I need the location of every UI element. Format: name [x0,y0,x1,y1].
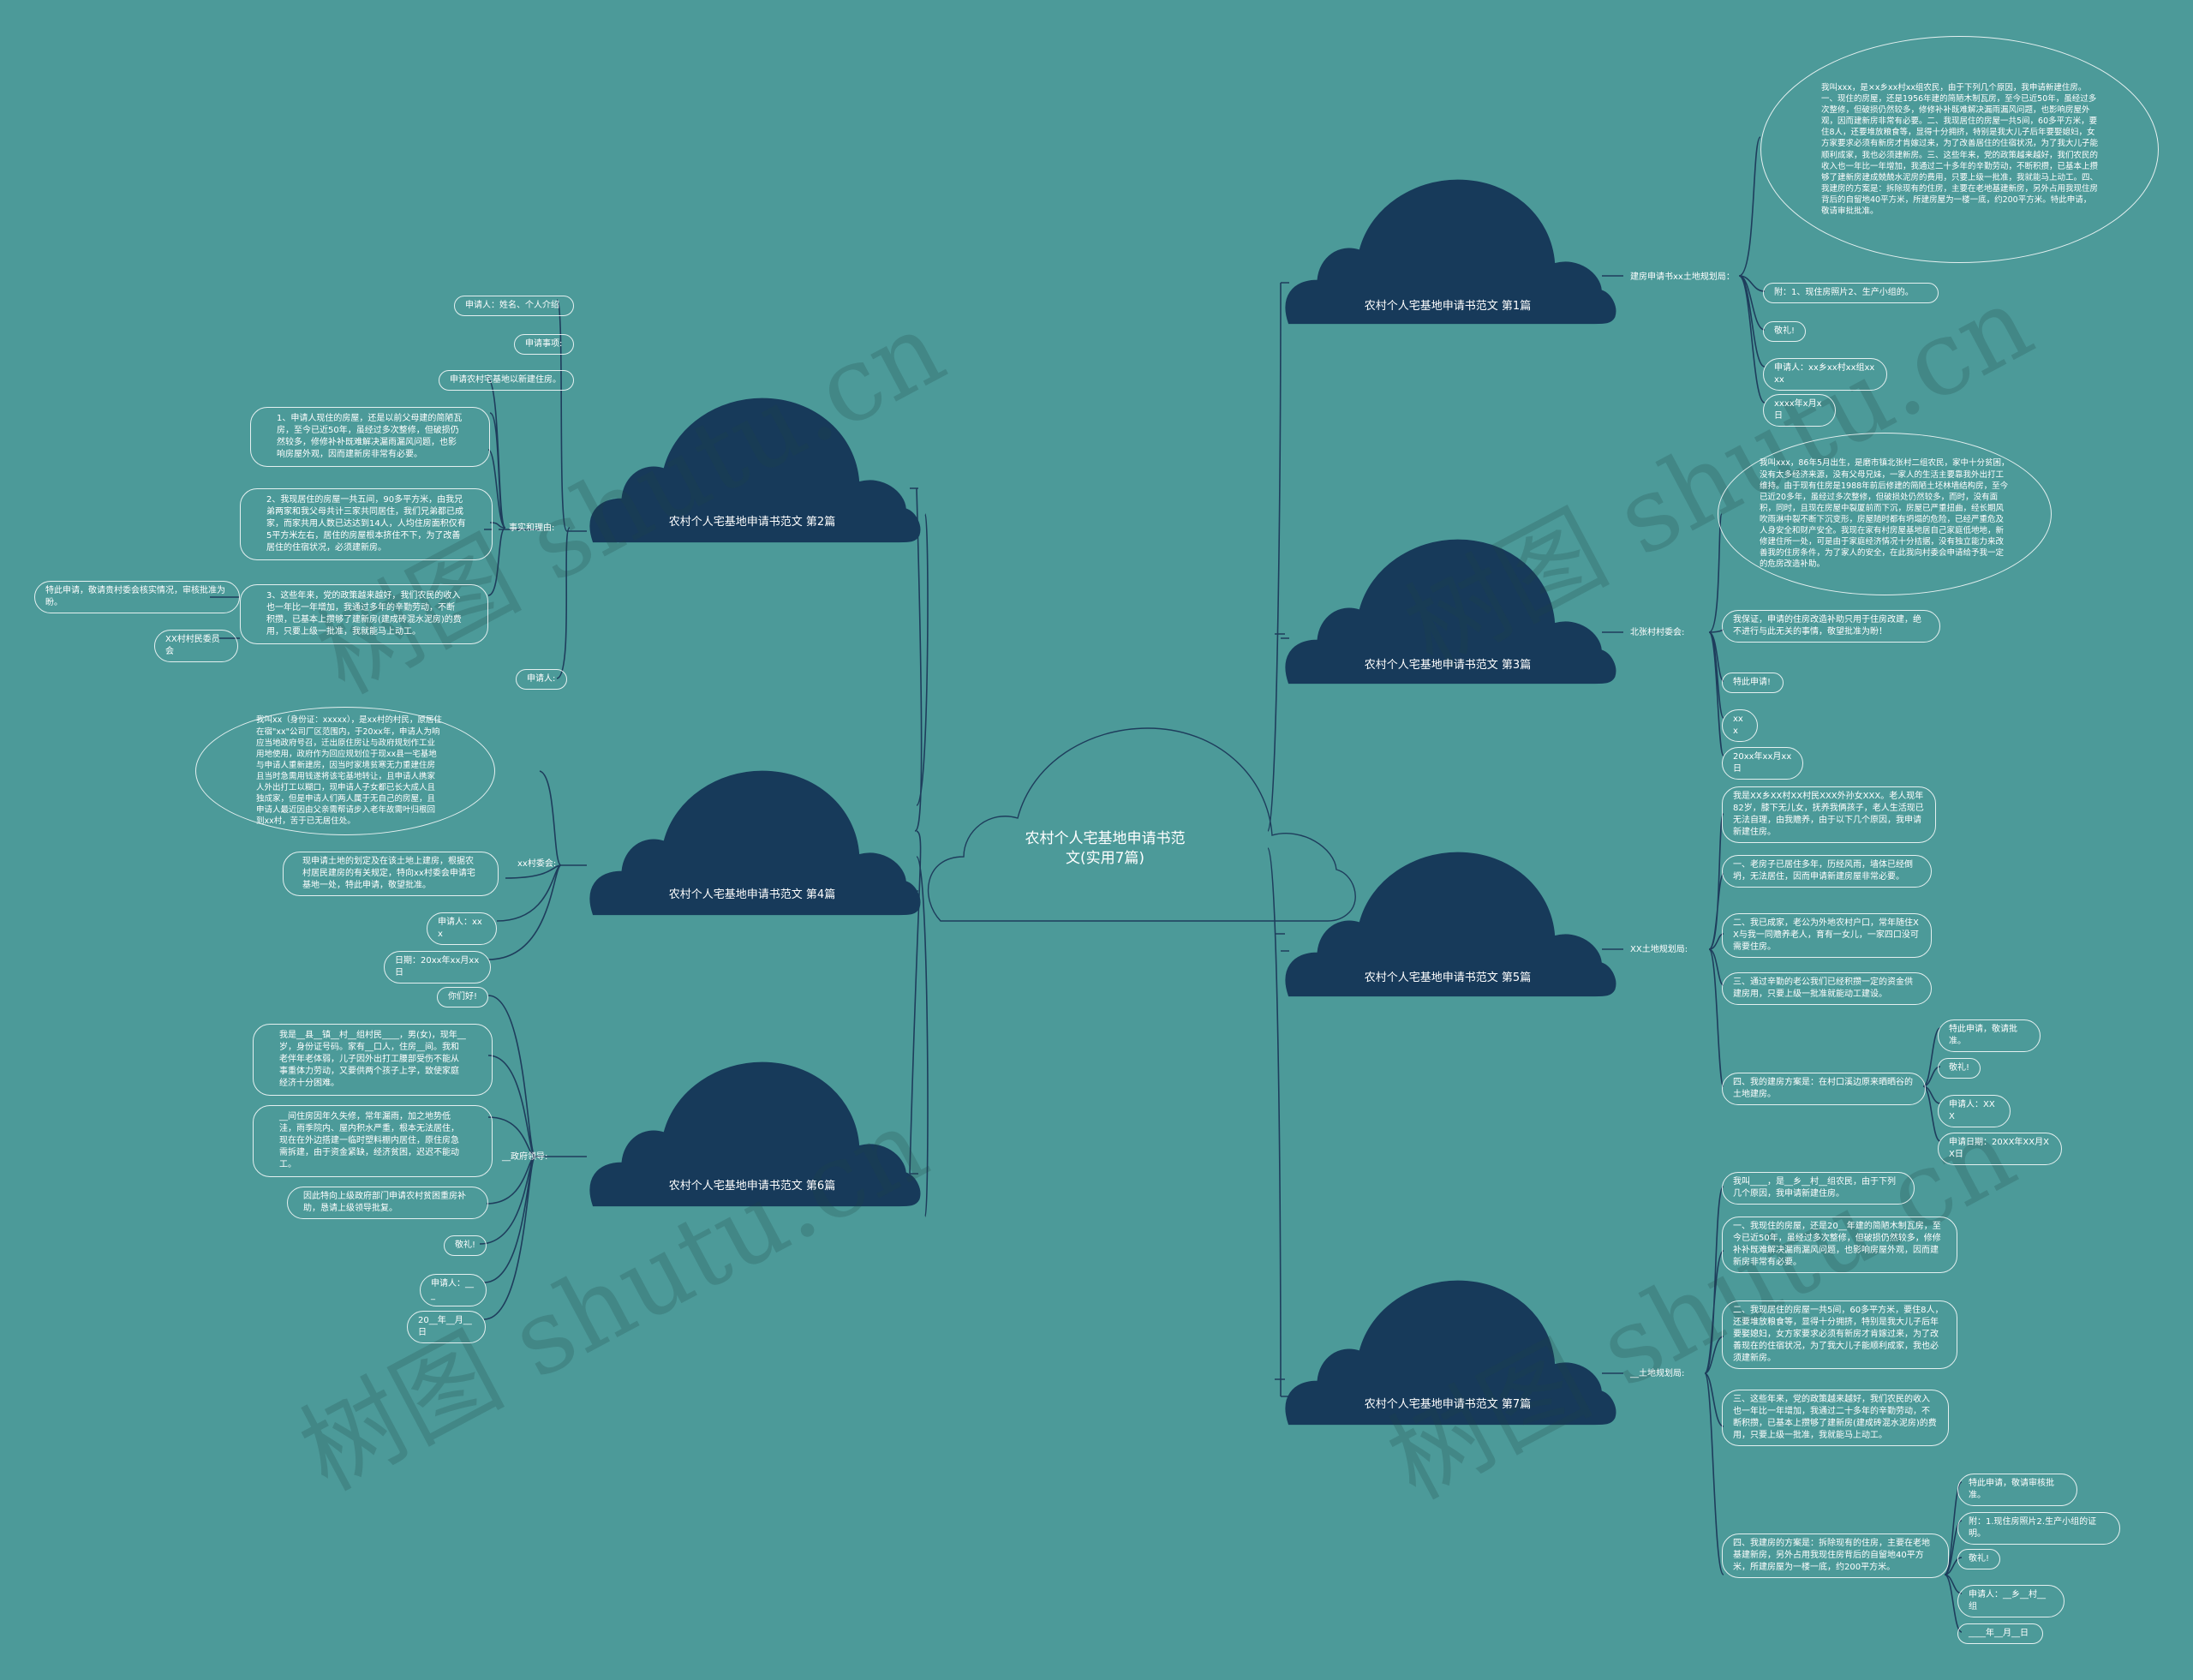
branch-5-sub-item: 申请日期：20XX年XX月XX日 [1938,1133,2062,1165]
branch-6-item: 申请人：___ [420,1274,487,1306]
branch-5-sub-item: 申请人：XXX [1938,1095,2011,1127]
branch-7-sub-item: ____年__月__日 [1957,1623,2043,1644]
branch-3-item: 特此申请! [1722,673,1784,693]
branch-1-item: 敬礼! [1763,321,1806,342]
branch-6-item: 20__年__月__日 [407,1311,486,1343]
branch-7-sub-item: 附：1.现住房照片2.生产小组的证明。 [1957,1512,2120,1545]
branch-2-item: 申请事项: [514,334,574,355]
branch-6-item: 你们好! [437,987,488,1007]
branch-2-reason: 3、这些年来，党的政策越来越好，我们农民的收入也一年比一年增加，我通过多年的辛勤… [240,584,488,644]
branch-4-title[interactable]: 农村个人宅基地申请书范文 第4篇 [668,888,836,901]
branch-5-item: 我是XX乡XX村XX村民XXX外孙女XXX。老人现年82岁，膝下无儿女，抚养我俩… [1722,786,1936,843]
branch-6-item: 因此特向上级政府部门申请农村贫困重房补助，恳请上级领导批复。 [287,1187,488,1219]
branch-1-label: 建房申请书xx土地规划局： [1630,272,1735,282]
branch-3-item: xxx [1722,709,1758,742]
branch-6-label: __政府领导: [502,1152,548,1162]
branch-3-label: 北张村村委会: [1630,628,1685,637]
branch-1-item: 附：1、现住房照片2、生产小组的。 [1763,283,1939,303]
branch-7-sub-item: 特此申请，敬请审核批准。 [1957,1474,2077,1506]
branch-3-item: 我保证，申请的住房改造补助只用于住房改建，绝不进行与此无关的事情，敬望批准为盼！ [1722,610,1940,643]
center-title: 农村个人宅基地申请书范 文(实用7篇) [1025,830,1186,867]
branch-7-label: __土地规划局: [1630,1369,1685,1378]
branch-4-label: xx村委会: [517,859,557,869]
branch-6-item: 敬礼! [444,1235,487,1256]
branch-3-item: 20xx年xx月xx日 [1722,747,1803,780]
branch-5-item: 一、老房子已居住多年，历经风雨，墙体已经倒坍，无法居住，因而申请新建房屋非常必要… [1722,855,1932,888]
branch-2-item: 申请人：姓名、个人介绍 [454,296,574,316]
branch-7-sub-item: 敬礼! [1957,1549,2000,1569]
branch-6-title[interactable]: 农村个人宅基地申请书范文 第6篇 [668,1180,836,1193]
branch-7-item: 一、我现住的房屋，还是20__年建的简陋木制瓦房，至今已近50年，虽经过多次整修… [1722,1217,1957,1273]
branch-4-item: 申请人：xxx [427,912,497,945]
branch-7-item: 四、我建房的方案是：拆除现有的住房，主要在老地基建新房，另外占用我现住房背后的自… [1722,1534,1949,1578]
branch-5-item: 三、通过辛勤的老公我们已经积攒一定的资金供建房用，只要上级一批准就能动工建设。 [1722,972,1932,1005]
branch-2-sub-item: 特此申请，敬请贵村委会核实情况，审核批准为盼。 [34,581,240,613]
branch-7-item: 我叫____，是__乡__村__组农民，由于下列几个原因，我申请新建住房。 [1722,1172,1915,1205]
branch-2-label: 事实和理由: [509,523,555,533]
branch-7-sub-item: 申请人：__乡__村__组 [1957,1585,2065,1617]
branch-6-item: 我是__县__镇__村__组村民____，男(女)，现年__岁，身份证号码。家有… [253,1024,493,1096]
branch-5-item: 四、我的建房方案是：在村口溪边原来晒晒谷的土地建房。 [1722,1073,1926,1105]
branch-2-title[interactable]: 农村个人宅基地申请书范文 第2篇 [668,516,836,529]
branch-4-main-text: 我叫xx（身份证：xxxxx），是xx村的村民，原居住在宿"xx"公司厂区范围内… [195,707,495,835]
branch-7-title[interactable]: 农村个人宅基地申请书范文 第7篇 [1364,1398,1532,1411]
branch-1-item: 申请人：xx乡xx村xx组xxxx [1763,358,1887,391]
branch-5-item: 二、我已成家，老公为外地农村户口，常年随住XX与我一同赡养老人，育有一女儿，一家… [1722,913,1932,958]
branch-3-title[interactable]: 农村个人宅基地申请书范文 第3篇 [1364,659,1532,672]
branch-2-reason: 2、我现居住的房屋一共五间，90多平方米，由我兄弟两家和我父母共计三家共同居住，… [240,488,493,560]
branch-2-sub-item: XX村村民委员会 [154,630,238,662]
branch-4-item: 日期：20xx年xx月xx日 [384,951,491,983]
branch-1-item: xxxx年x月x日 [1763,394,1836,427]
branch-1-main-text: 我叫xxx，是×x乡xx村xx组农民，由于下列几个原因，我申请新建住房。一、现住… [1760,36,2159,263]
branch-7-item: 二、我现居住的房屋一共5间，60多平方米，要住8人，还要堆放粮食等，显得十分拥挤… [1722,1300,1957,1369]
branch-2-reason: 1、申请人现住的房屋，还是以前父母建的简陋瓦房，至今已近50年，虽经过多次整修，… [250,407,490,467]
branch-7-item: 三、这些年来，党的政策越来越好，我们农民的收入也一年比一年增加，我通过二十多年的… [1722,1390,1949,1446]
branch-5-label: XX土地规划局: [1630,945,1688,954]
branch-1-title[interactable]: 农村个人宅基地申请书范文 第1篇 [1364,300,1532,313]
branch-6-item: __间住房因年久失修，常年漏雨，加之地势低洼，雨季院内、屋内积水严重，根本无法居… [253,1105,493,1177]
branch-3-main-text: 我叫xxx，86年5月出生，是磨市镇北张村二组农民，家中十分贫困，没有太多经济来… [1718,433,2052,595]
branch-5-title[interactable]: 农村个人宅基地申请书范文 第5篇 [1364,972,1532,984]
branch-5-sub-item: 特此申请，敬请批准。 [1938,1019,2041,1052]
branch-2-signature: 申请人: [516,669,567,690]
branch-4-item: 现申请土地的划定及在该土地上建房，根据农村居民建房的有关规定，特向xx村委会申请… [283,852,499,896]
branch-5-sub-item: 敬礼! [1938,1058,1981,1079]
branch-2-item: 申请农村宅基地以新建住房。 [439,370,574,391]
